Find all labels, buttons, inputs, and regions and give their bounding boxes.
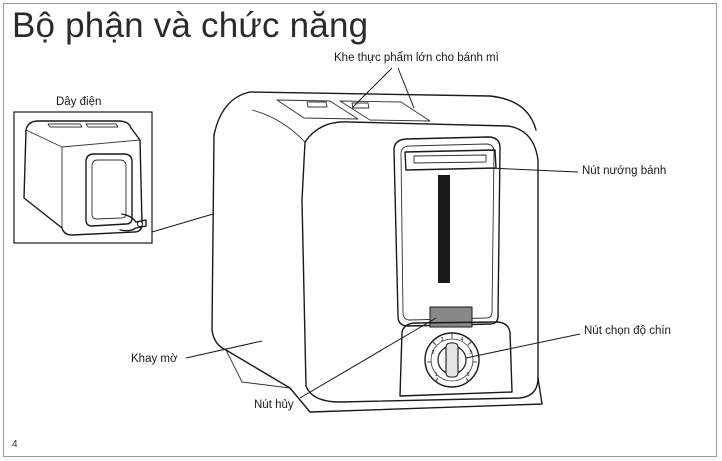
callout-toast-lever: Nút nướng bánh [582,165,667,177]
leader-slots-left [351,67,393,109]
dial-marks: 1 2 3 4 5 6 [431,337,472,378]
page-frame [3,3,717,457]
callout-crumb-tray: Khay mờ [131,353,178,365]
leader-crumb-tray [185,340,263,359]
callout-shade-selector: Nút chọn độ chín [584,325,671,337]
dial-mark-2: 2 [431,350,434,356]
dial-mark-6: 6 [466,372,469,378]
dial-mark-1: 1 [434,372,437,378]
leader-lines [151,67,581,399]
leader-slots-right [397,67,415,109]
leader-cancel [299,317,437,399]
callout-bread-slots: Khe thực phẩm lớn cho bánh mì [334,52,499,64]
leader-lever [489,167,579,173]
callout-cancel-button: Nút hủy [254,399,294,411]
leader-cord [151,213,214,233]
dial-mark-3: 3 [440,337,443,343]
dial-mark-5: 5 [469,350,472,356]
dial-mark-4: 4 [460,337,463,343]
page-number: 4 [12,439,18,450]
callout-cord: Dây điện [56,96,102,108]
inset-rear-view [13,111,153,244]
leader-shade [465,333,581,359]
toaster-main [211,91,543,413]
page-title: Bộ phận và chức năng [12,6,369,45]
